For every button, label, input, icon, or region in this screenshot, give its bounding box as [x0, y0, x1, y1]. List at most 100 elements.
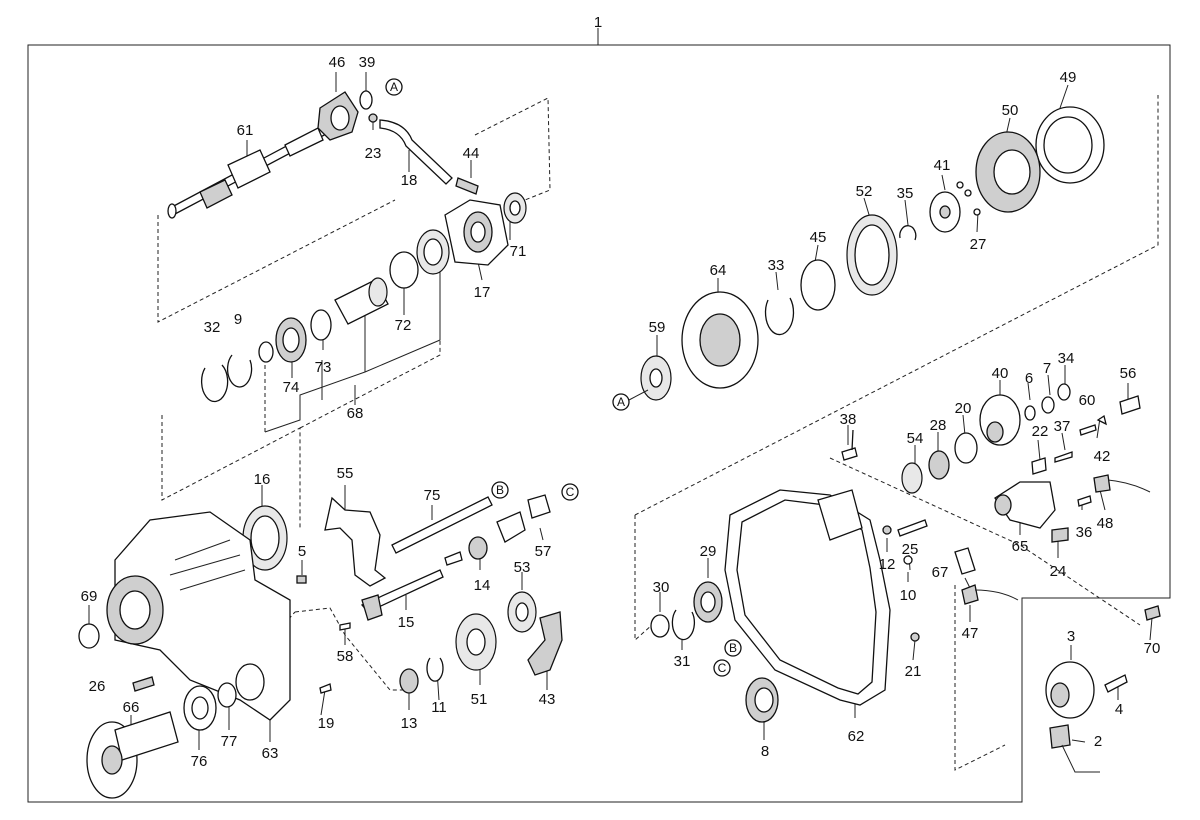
svg-text:C: C	[566, 485, 575, 499]
output-flange-66	[86, 711, 179, 799]
plug-21	[910, 632, 920, 642]
label-70: 70	[1144, 640, 1161, 657]
seal-23	[368, 113, 378, 123]
label-60: 60	[1079, 392, 1096, 409]
thrust-washer-72	[389, 251, 419, 289]
pin-60	[1079, 424, 1097, 436]
bearing-28	[928, 450, 950, 480]
label-8: 8	[761, 743, 769, 760]
dashed-group-lines	[157, 95, 1159, 771]
label-30: 30	[653, 579, 670, 596]
washer-10	[903, 555, 913, 565]
svg-text:B: B	[496, 483, 504, 497]
label-38: 38	[840, 411, 857, 428]
label-2: 2	[1094, 733, 1102, 750]
input-shaft	[167, 124, 331, 219]
gear-54	[901, 462, 923, 494]
washer-73	[310, 309, 332, 341]
label-5: 5	[298, 543, 306, 560]
clip-42	[1096, 414, 1107, 426]
label-61: 61	[237, 122, 254, 139]
snap-ring-31	[671, 609, 696, 641]
extension-housing-40	[979, 394, 1021, 446]
gear-59	[640, 355, 672, 401]
label-77: 77	[221, 733, 238, 750]
snap-ring-39	[359, 90, 373, 110]
shift-rail-15	[360, 569, 444, 621]
label-50: 50	[1002, 102, 1019, 119]
label-13: 13	[401, 715, 418, 732]
pin-25	[897, 519, 928, 537]
bearing-29	[693, 581, 723, 623]
shift-fork-55	[324, 496, 387, 587]
tone-wheel-52	[846, 214, 898, 296]
label-64: 64	[710, 262, 727, 279]
label-36: 36	[1076, 524, 1093, 541]
label-67: 67	[932, 564, 949, 581]
label-39: 39	[359, 54, 376, 71]
label-18: 18	[401, 172, 418, 189]
bracket-22	[1031, 457, 1047, 475]
label-75: 75	[424, 487, 441, 504]
label-68: 68	[347, 405, 364, 422]
label-62: 62	[848, 728, 865, 745]
label-65: 65	[1012, 538, 1029, 555]
label-24: 24	[1050, 563, 1067, 580]
label-29: 29	[700, 543, 717, 560]
ref-marker-c: C	[561, 483, 579, 501]
label-56: 56	[1120, 365, 1137, 382]
label-19: 19	[318, 715, 335, 732]
label-11: 11	[431, 699, 447, 716]
assembly-frame	[27, 28, 1171, 803]
label-73: 73	[315, 359, 332, 376]
pin-37	[1054, 451, 1073, 463]
label-47: 47	[962, 625, 979, 642]
seal-77	[217, 682, 237, 708]
label-28: 28	[930, 417, 947, 434]
seal-20	[954, 432, 978, 464]
label-22: 22	[1032, 423, 1049, 440]
drive-sprocket-16	[242, 505, 288, 571]
collar-14	[444, 536, 488, 566]
label-35: 35	[897, 185, 914, 202]
label-42: 42	[1094, 448, 1111, 465]
label-45: 45	[810, 229, 827, 246]
bearing-8	[745, 677, 779, 723]
snap-ring-33	[764, 297, 795, 336]
label-33: 33	[768, 257, 785, 274]
plug-56	[1119, 395, 1141, 415]
label-66: 66	[123, 699, 140, 716]
assembly-label: 1	[594, 14, 602, 31]
bolt-4	[1104, 674, 1128, 693]
snap-ring-45	[800, 259, 836, 311]
front-case-63	[106, 511, 291, 721]
mainshaft-68	[334, 277, 389, 325]
balls-27	[956, 181, 981, 216]
label-6: 6	[1025, 370, 1033, 387]
washer-6	[1024, 405, 1036, 421]
label-40: 40	[992, 365, 1009, 382]
svg-text:B: B	[729, 641, 737, 655]
drive-chain-43	[527, 611, 563, 676]
label-31: 31	[674, 653, 691, 670]
label-49: 49	[1060, 69, 1077, 86]
sensor-47	[961, 584, 1019, 605]
connector-24	[1051, 527, 1069, 543]
label-57: 57	[535, 543, 552, 560]
label-59: 59	[649, 319, 666, 336]
label-54: 54	[907, 430, 924, 447]
ref-marker-a: A	[612, 389, 649, 411]
seal-7	[1041, 396, 1055, 414]
label-52: 52	[856, 183, 873, 200]
label-37: 37	[1054, 418, 1071, 435]
snap-ring-small	[258, 341, 274, 363]
label-25: 25	[902, 541, 919, 558]
label-48: 48	[1097, 515, 1114, 532]
bearing-64	[681, 291, 759, 389]
sprocket-53	[507, 591, 537, 633]
reference-markers: A A B B C C	[385, 78, 742, 677]
front-flange	[317, 91, 359, 141]
washer-41	[929, 191, 961, 233]
label-9: 9	[234, 311, 242, 328]
